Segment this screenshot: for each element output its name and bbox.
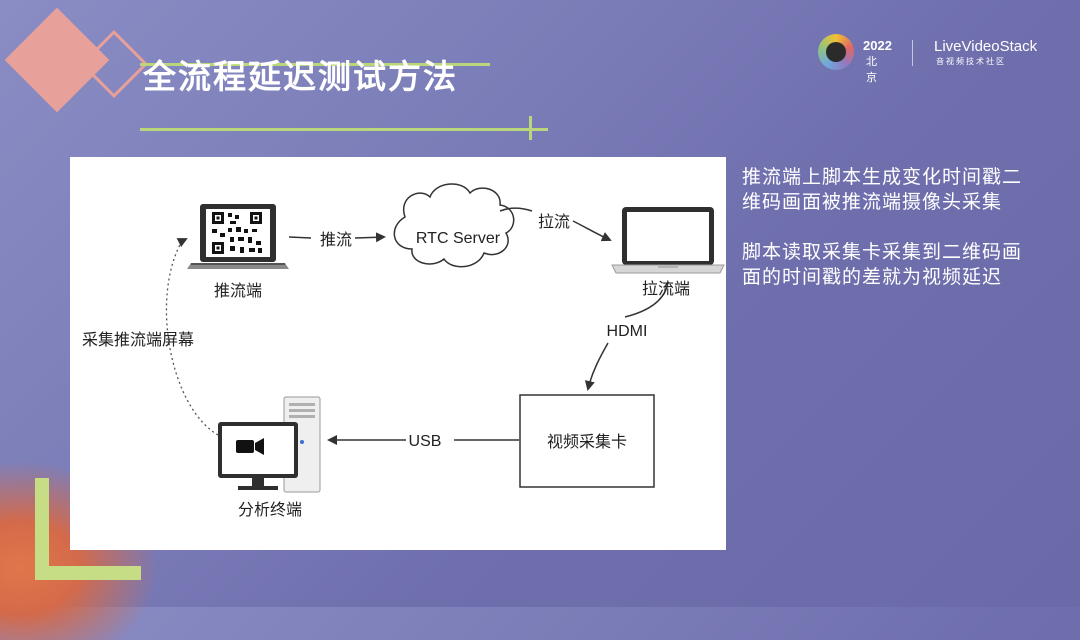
decorative-bracket-vertical	[35, 478, 49, 580]
edge-label-pull: 拉流	[538, 212, 570, 231]
decorative-bracket-horizontal	[35, 566, 141, 580]
edge-label-push: 推流	[320, 230, 352, 249]
brand-year: 2022	[863, 38, 892, 53]
rtc-server-cloud-icon	[393, 183, 515, 268]
title-underline-bottom	[140, 128, 548, 131]
brand-name: LiveVideoStack	[934, 38, 1038, 55]
edge-label-hdmi: HDMI	[607, 323, 648, 340]
node-label-push-client: 推流端	[214, 281, 262, 300]
brand-tagline: 音视频技术社区	[936, 57, 1006, 66]
conference-logo-icon	[818, 34, 854, 70]
analysis-terminal-desktop-icon	[218, 396, 321, 493]
description-paragraph-1: 推流端上脚本生成变化时间戳二维码画面被推流端摄像头采集	[742, 166, 1023, 213]
node-label-rtc-server: RTC Server	[416, 230, 501, 247]
diagram-panel: 推流端 RTC Server 拉流端 视频采集卡 分析终端 推流 拉流 HDMI…	[70, 157, 726, 550]
brand-city: 北京	[866, 56, 877, 84]
node-label-analysis-terminal: 分析终端	[238, 500, 302, 519]
title-underline-tick	[529, 116, 532, 140]
slide-title: 全流程延迟测试方法	[143, 57, 458, 96]
title-underline-top	[140, 63, 490, 66]
description-paragraph-2: 脚本读取采集卡采集到二维码画面的时间戳的差就为视频延迟	[742, 241, 1023, 288]
edge-label-usb: USB	[409, 433, 442, 450]
description-text: 推流端上脚本生成变化时间戳二维码画面被推流端摄像头采集 脚本读取采集卡采集到二维…	[742, 165, 1032, 315]
node-label-pull-client: 拉流端	[642, 279, 690, 298]
pull-client-laptop-icon	[611, 207, 725, 274]
node-label-capture-card: 视频采集卡	[547, 432, 627, 451]
brand-separator	[912, 40, 913, 66]
push-client-laptop-icon	[187, 204, 289, 269]
capture-card-box	[519, 394, 655, 488]
edge-label-capture-screen: 采集推流端屏幕	[82, 330, 194, 349]
